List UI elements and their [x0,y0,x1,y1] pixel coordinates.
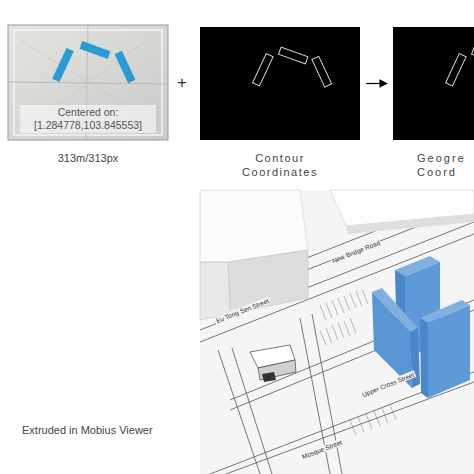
plus-sign: + [177,74,187,93]
contour-panel: Contour Coordinates [200,27,360,140]
georeferenced-panel: Geogre Coord [393,27,474,140]
panel-text: Geogre Coord [415,151,471,181]
photo-panel [8,25,168,140]
photo-panel: Centered on: [1.284778,103.845553]313m/3… [8,25,168,140]
georeferenced-panel [393,27,474,140]
panel-caption: 313m/313px [8,151,168,167]
3d-viewer [200,190,474,474]
street-name: Upper Cross Street [360,370,416,398]
panel-text: Centered on: [1.284778,103.845553] [20,105,156,133]
extruded-buildings [372,256,470,398]
flow-arrow [366,83,387,84]
caption-label: Extruded in Mobius Viewer [22,424,153,436]
street-name: Mosque Street [300,438,344,461]
contour-panel [200,27,360,140]
street-name: New Bridge Road [330,239,382,265]
street-name: Eu Tong Sen Street [214,297,271,325]
panel-text: Contour Coordinates [230,151,330,181]
